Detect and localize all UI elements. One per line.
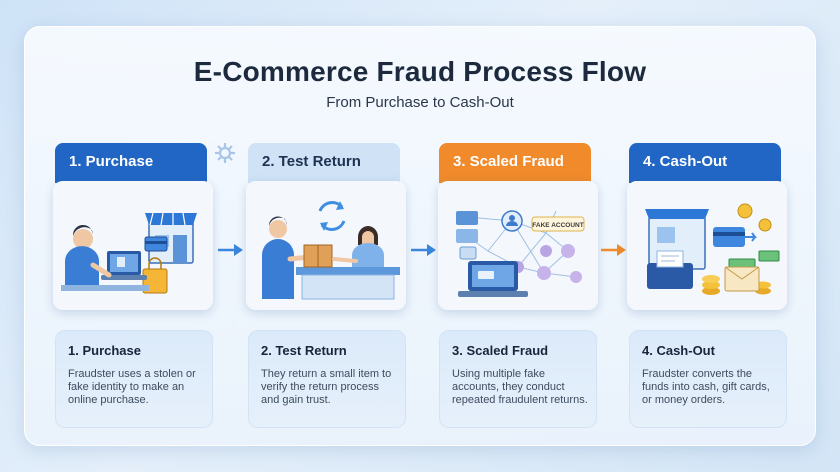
step-2-illustration-card	[246, 181, 406, 310]
arrow-right-icon	[411, 244, 436, 256]
step-3-tab: 3. Scaled Fraud	[439, 143, 591, 183]
person-laptop-storefront-icon	[53, 181, 213, 310]
diagram-title: E-Commerce Fraud Process Flow	[193, 56, 647, 87]
step-1-tab: 1. Purchase	[55, 143, 207, 183]
step-3-description-title: 3. Scaled Fraud	[452, 343, 549, 358]
arrow-right-icon	[218, 244, 243, 256]
diagram-subtitle: From Purchase to Cash-Out	[326, 94, 514, 111]
gear-icon	[215, 143, 235, 163]
arrow-right-icon	[601, 244, 626, 256]
fake-account-badge: FAKE ACCOUNT	[532, 222, 583, 229]
step-4-description-title: 4. Cash-Out	[642, 343, 715, 358]
step-3-illustration-card: FAKE ACCOUNT	[438, 181, 598, 310]
step-1-illustration-card	[53, 181, 213, 310]
step-1-description-title: 1. Purchase	[68, 343, 141, 358]
step-4-tab: 4. Cash-Out	[629, 143, 781, 183]
step-2-tab: 2. Test Return	[248, 143, 400, 183]
step-4-illustration-card	[627, 181, 787, 310]
step-3-description-card: 3. Scaled Fraud Using multiple fake acco…	[439, 330, 597, 428]
cash-out-register-icon	[627, 181, 787, 310]
step-2-description-title: 2. Test Return	[261, 343, 347, 358]
step-2-description-card: 2. Test Return They return a small item …	[248, 330, 406, 428]
step-4-description-text: Fraudster converts the funds into cash, …	[642, 368, 770, 406]
fake-account-network-icon: FAKE ACCOUNT	[438, 181, 598, 310]
dollar-coin-icon	[737, 203, 772, 232]
step-1-description-card: 1. Purchase Fraudster uses a stolen or f…	[55, 330, 213, 428]
step-3-description-text: Using multiple fake accounts, they condu…	[452, 368, 588, 406]
return-counter-icon	[246, 181, 406, 310]
step-1-description-text: Fraudster uses a stolen or fake identity…	[68, 368, 196, 406]
step-2-description-text: They return a small item to verify the r…	[261, 368, 392, 406]
step-4-description-card: 4. Cash-Out Fraudster converts the funds…	[629, 330, 787, 428]
